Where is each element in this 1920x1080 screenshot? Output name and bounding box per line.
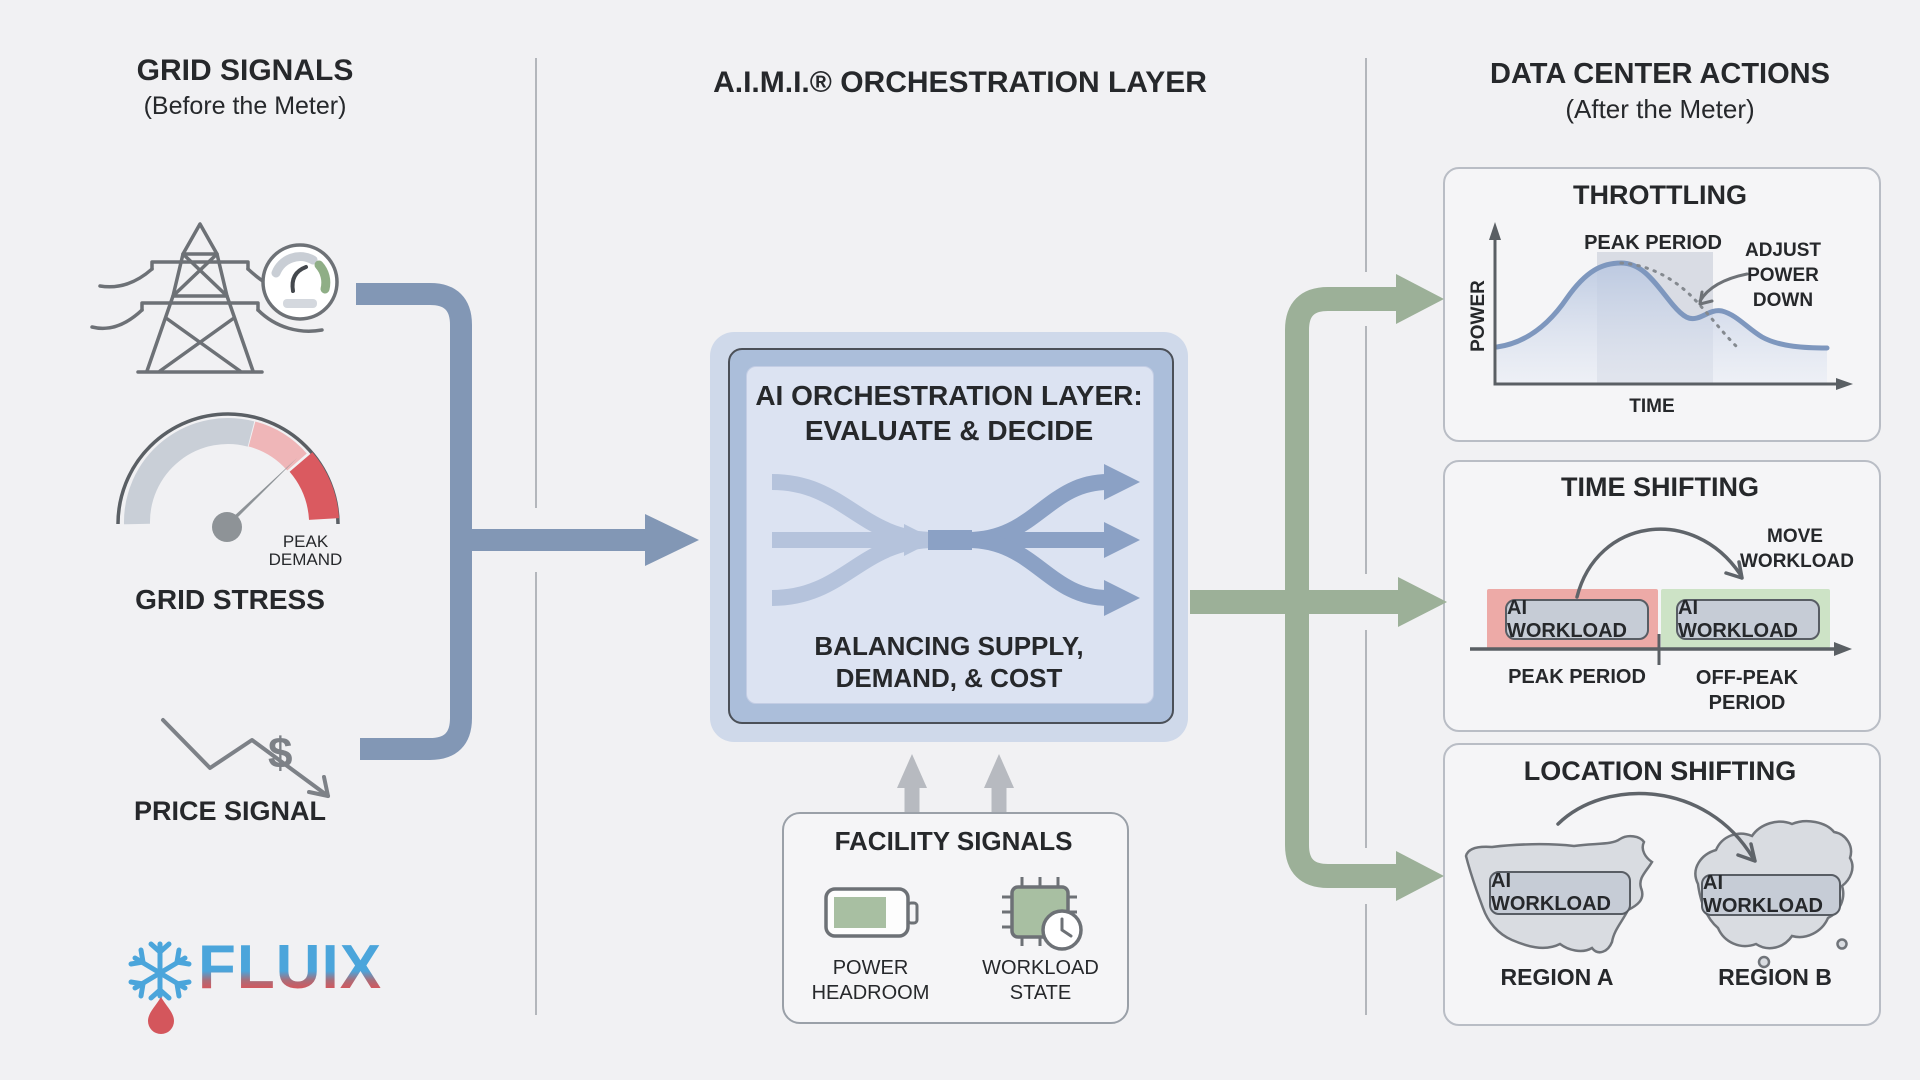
- droplet-icon: [148, 997, 174, 1034]
- facility-signals-title: FACILITY SIGNALS: [834, 826, 1073, 856]
- time-axis-label: TIME: [1629, 396, 1675, 417]
- grid-to-orchestration-connector: [356, 283, 699, 760]
- location-shifting-title: LOCATION SHIFTING: [1523, 756, 1797, 786]
- workload-state-label: WORKLOAD STATE: [982, 957, 1099, 1004]
- price-signal-icon: $: [161, 718, 330, 798]
- peak-period-axis-label: PEAK PERIOD: [1508, 666, 1646, 688]
- dollar-glyph: $: [268, 729, 292, 778]
- left-column-title: GRID SIGNALS: [136, 54, 354, 87]
- peak-demand-label: PEAK DEMAND: [268, 532, 343, 569]
- move-workload-label: MOVE WORKLOAD: [1740, 526, 1854, 572]
- orchestration-subtitle: BALANCING SUPPLY, DEMAND, & COST: [814, 631, 1084, 693]
- grid-stress-label: GRID STRESS: [135, 584, 325, 615]
- right-column-subtitle: (After the Meter): [1565, 94, 1755, 124]
- adjust-power-down-label: ADJUST POWER DOWN: [1744, 240, 1821, 311]
- region-b-label: REGION B: [1718, 964, 1832, 990]
- power-axis-label: POWER: [1468, 280, 1489, 352]
- orchestration-to-actions-connector: [1190, 274, 1447, 901]
- time-shift-chip-offpeak: AI WORKLOAD: [1676, 597, 1820, 642]
- location-chip-region-b: AI WORKLOAD: [1701, 872, 1841, 917]
- mini-gauge-icon: [261, 243, 339, 321]
- region-a-label: REGION A: [1500, 964, 1614, 990]
- grid-stress-gauge-icon: [116, 412, 340, 542]
- left-column-subtitle: (Before the Meter): [143, 92, 347, 120]
- time-shift-chip-peak: AI WORKLOAD: [1505, 597, 1649, 642]
- transmission-tower-icon: [90, 222, 324, 374]
- center-column-title: A.I.M.I.® ORCHESTRATION LAYER: [713, 66, 1207, 99]
- power-headroom-label: POWER HEADROOM: [811, 957, 930, 1004]
- orchestration-title: AI ORCHESTRATION LAYER: EVALUATE & DECID…: [755, 380, 1143, 446]
- snowflake-icon: [128, 941, 192, 1001]
- throttling-peak-period-label: PEAK PERIOD: [1584, 232, 1722, 254]
- right-column-title: DATA CENTER ACTIONS: [1490, 58, 1830, 90]
- location-chip-region-a: AI WORKLOAD: [1489, 870, 1631, 915]
- facility-to-orchestration-arrows: [897, 754, 1014, 812]
- time-shifting-title: TIME SHIFTING: [1561, 472, 1759, 502]
- brand-logo-text: FLUIX: [198, 933, 383, 1002]
- price-signal-label: PRICE SIGNAL: [133, 796, 327, 826]
- offpeak-period-axis-label: OFF-PEAK PERIOD: [1695, 667, 1799, 714]
- throttling-title: THROTTLING: [1573, 180, 1747, 210]
